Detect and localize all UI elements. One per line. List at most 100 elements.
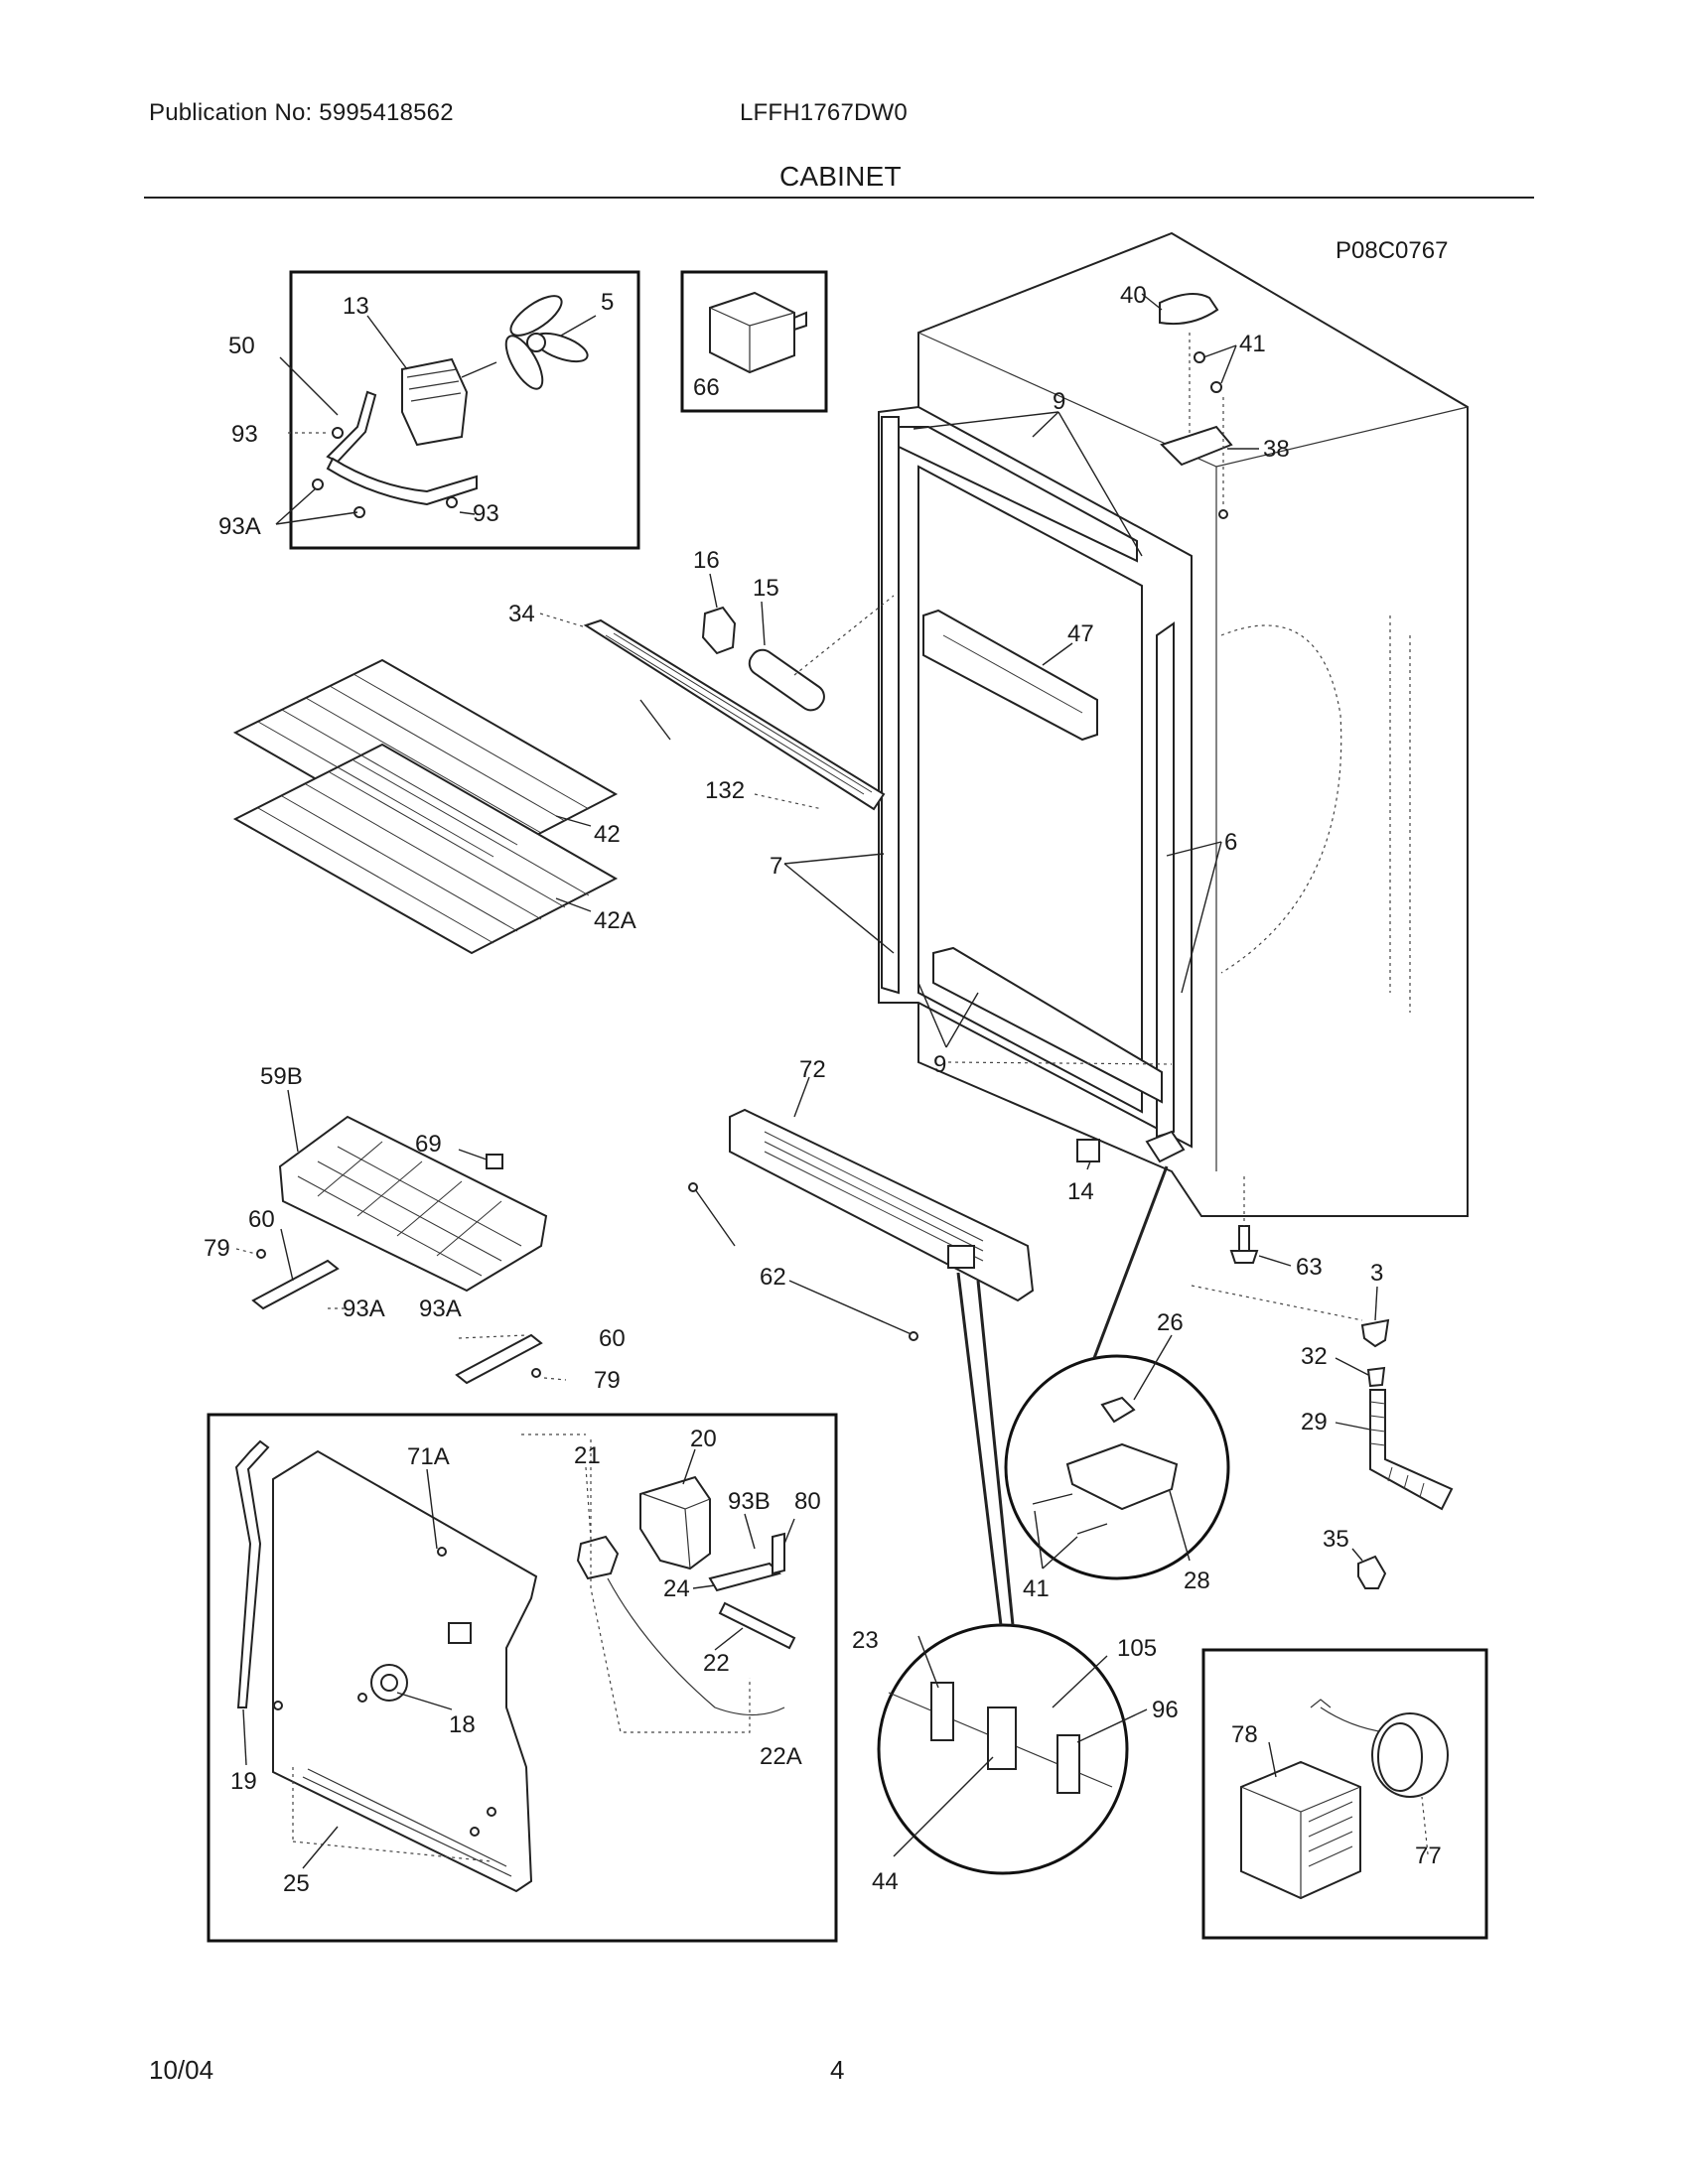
- control-capillary: [1310, 1699, 1386, 1733]
- light-assembly: 16 15 34 132: [508, 547, 895, 811]
- callout-25: 25: [283, 1870, 310, 1897]
- screw: [909, 1331, 918, 1341]
- leader: [1351, 1548, 1363, 1562]
- hinge-detail-circle: 26 41 28: [1004, 1165, 1230, 1602]
- callout-13: 13: [343, 293, 369, 320]
- screw: [312, 478, 324, 490]
- door-switch: [987, 1706, 1017, 1770]
- callout-93A: 93A: [218, 513, 261, 540]
- grille-slots: [764, 1131, 984, 1262]
- leader: [1034, 1510, 1044, 1570]
- callout-93A: 93A: [419, 1296, 462, 1322]
- callout-19: 19: [230, 1768, 257, 1795]
- compressor-outline: [1220, 624, 1342, 974]
- control-inset-frame: [1201, 1648, 1488, 1940]
- leader: [242, 1708, 247, 1766]
- hinge-screw: [1076, 1523, 1108, 1535]
- leader: [426, 1468, 438, 1550]
- leader: [754, 793, 823, 810]
- control-knob-face: [1377, 1722, 1423, 1792]
- drain-grommet-hole: [380, 1674, 398, 1692]
- leader: [1076, 1708, 1148, 1743]
- callout-79: 79: [594, 1367, 621, 1394]
- callout-62: 62: [760, 1264, 786, 1291]
- cabinet-callouts: 40 41 38 9 47 7 6 9 14 63: [770, 282, 1323, 1281]
- fan-motor: [401, 357, 469, 447]
- leader: [459, 511, 476, 515]
- callout-42A: 42A: [594, 907, 636, 934]
- callout-6: 6: [1224, 829, 1237, 856]
- breaker-trim-right: [1156, 621, 1175, 1139]
- callout-69: 69: [415, 1131, 442, 1158]
- callout-132: 132: [705, 777, 745, 804]
- leader: [396, 1692, 453, 1710]
- relay-inset: 66: [680, 270, 828, 413]
- wire-shelf-lower: [232, 743, 619, 955]
- control-texture: [1308, 1801, 1353, 1867]
- heater-cover-edges: [642, 1493, 711, 1570]
- evaporator-cover: [272, 1449, 538, 1893]
- leader: [235, 1248, 257, 1255]
- hinge-bushing: [1100, 1396, 1136, 1424]
- leader: [783, 863, 895, 954]
- top-hinge: [1160, 425, 1233, 467]
- callout-9: 9: [933, 1051, 946, 1078]
- leader: [788, 1280, 914, 1336]
- breaker-trim-bottom: [932, 946, 1163, 1104]
- leader: [585, 1466, 592, 1540]
- bracket: [772, 1532, 785, 1575]
- leader: [1141, 293, 1163, 311]
- drain-channel: [302, 1776, 512, 1877]
- detail-pointer: [1092, 1165, 1169, 1359]
- leader: [280, 1228, 294, 1282]
- callout-47: 47: [1067, 620, 1094, 647]
- callout-35: 35: [1323, 1526, 1349, 1553]
- light-screw: [639, 699, 671, 741]
- basket-stop: [486, 1154, 503, 1169]
- leader: [1335, 1422, 1371, 1431]
- basket-slide-left: [251, 1259, 340, 1310]
- callout-16: 16: [693, 547, 720, 574]
- fan-motor-inset-frame: [289, 270, 640, 550]
- light-axis: [793, 595, 895, 676]
- figure-id: P08C0767: [1336, 237, 1448, 264]
- callout-26: 26: [1157, 1309, 1184, 1336]
- fan-motor-inset: 13 5 50 93 93 93A: [218, 270, 640, 550]
- page-number: 4: [830, 2055, 845, 2085]
- leader: [1032, 411, 1059, 438]
- cabinet-liner: [917, 465, 1143, 1114]
- leader: [947, 1061, 1173, 1065]
- light-shield-louvres: [605, 632, 873, 795]
- switch-bezel-left: [930, 1682, 954, 1741]
- shelf-support-slots: [942, 634, 1083, 714]
- callout-80: 80: [794, 1488, 821, 1515]
- basket-slide-right: [455, 1333, 543, 1385]
- callout-38: 38: [1263, 436, 1290, 463]
- leader: [694, 1188, 736, 1247]
- door-stop-parts: 3 32 29 35: [1191, 1260, 1454, 1589]
- callout-14: 14: [1067, 1178, 1094, 1205]
- callout-50: 50: [228, 333, 255, 359]
- callout-28: 28: [1184, 1568, 1210, 1594]
- leader: [302, 1826, 339, 1869]
- screw: [1218, 509, 1228, 519]
- callout-29: 29: [1301, 1409, 1328, 1435]
- callout-42: 42: [594, 821, 621, 848]
- freezer-basket: [278, 1115, 548, 1293]
- leader: [793, 1076, 810, 1118]
- leader: [279, 356, 339, 416]
- leader: [539, 613, 587, 628]
- callout-93: 93: [231, 421, 258, 448]
- detail-pointer: [956, 1272, 1003, 1626]
- callout-60: 60: [599, 1325, 626, 1352]
- screw: [1194, 351, 1205, 363]
- callout-93B: 93B: [728, 1488, 771, 1515]
- light-bulb: [748, 648, 825, 712]
- leveling-leg: [1229, 1225, 1259, 1264]
- callout-22: 22: [703, 1650, 730, 1677]
- relay-terminal: [793, 311, 807, 332]
- callout-96: 96: [1152, 1697, 1179, 1723]
- callout-93A: 93A: [343, 1296, 385, 1322]
- leader: [287, 1089, 299, 1153]
- leader: [682, 1448, 696, 1485]
